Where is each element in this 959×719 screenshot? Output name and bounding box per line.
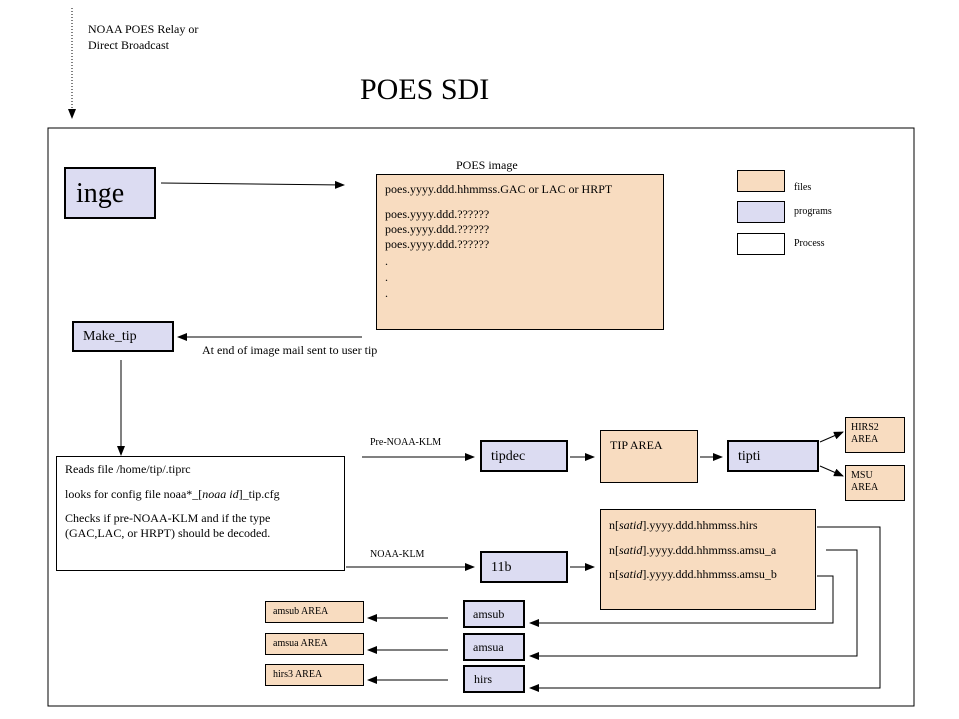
poes-image-label: POES image [456,158,518,172]
program-hirs-label: hirs [474,672,492,686]
label-noaa-klm: NOAA-KLM [370,549,425,560]
legend-files-label: files [794,182,812,193]
hirs2-area-line1: HIRS2 [851,422,879,433]
legend-programs-swatch [737,201,785,223]
label-pre-noaa-klm: Pre-NOAA-KLM [370,437,442,448]
file-tip-area: TIP AREA [600,430,698,483]
program-amsub: amsub [463,600,525,628]
legend-process-label: Process [794,238,825,249]
legend-process-swatch [737,233,785,255]
program-amsua: amsua [463,633,525,661]
source-note-line2: Direct Broadcast [88,38,169,52]
source-note-line1: NOAA POES Relay or [88,22,199,36]
legend-files-swatch [737,170,785,192]
program-inge: inge [64,167,156,219]
satid-file-hirs: n[satid].yyyy.ddd.hhmmss.hirs [609,518,758,532]
arrow-inge-to-image [160,180,345,189]
file-amsua-area: amsua AREA [265,633,364,655]
arrow-amsub-file-to-amsub [529,575,834,627]
process-line-1: Reads file /home/tip/.tiprc [65,462,191,476]
arrow-tipti-to-msu [819,465,844,477]
file-msu-area: MSU AREA [845,465,905,501]
poes-image-line: poes.yyyy.ddd.?????? [385,237,490,251]
file-satid-level1b: n[satid].yyyy.ddd.hhmmss.hirs n[satid].y… [600,509,816,610]
system-frame [47,127,915,707]
satid-file-amsu-a: n[satid].yyyy.ddd.hhmmss.amsu_a [609,543,777,557]
hirs2-area-line2: AREA [851,434,879,445]
process-line-2: looks for config file noaa*_[noaa id]_ti… [65,487,280,501]
program-amsub-label: amsub [473,607,505,621]
tip-area-label: TIP AREA [610,438,663,452]
program-amsua-label: amsua [473,640,504,654]
file-hirs3-area: hirs3 AREA [265,664,364,686]
program-hirs: hirs [463,665,525,693]
poes-image-line: . [385,270,388,284]
hirs3-area-label: hirs3 AREA [273,669,323,680]
program-tipdec-label: tipdec [491,449,526,464]
process-decode-check: Reads file /home/tip/.tiprc looks for co… [56,456,345,571]
file-poes-image: poes.yyyy.ddd.hhmmss.GAC or LAC or HRPT … [376,174,664,330]
diagram-title: POES SDI [360,73,490,106]
poes-image-line: poes.yyyy.ddd.?????? [385,222,490,236]
program-inge-label: inge [76,178,125,209]
arrow-tipti-to-hirs2 [819,431,844,443]
program-l1b: 11b [480,551,568,583]
arrow-hirs-file-to-hirs [529,526,881,692]
poes-image-line: . [385,254,388,268]
program-make-tip: Make_tip [72,321,174,352]
mail-note: At end of image mail sent to user tip [202,343,378,357]
program-tipdec: tipdec [480,440,568,472]
arrow-amsua-file-to-amsua [529,549,858,660]
satid-file-amsu-b: n[satid].yyyy.ddd.hhmmss.amsu_b [609,567,777,581]
amsub-area-label: amsub AREA [273,606,329,617]
process-line-4: (GAC,LAC, or HRPT) should be decoded. [65,526,271,540]
file-hirs2-area: HIRS2 AREA [845,417,905,453]
legend-programs-label: programs [794,206,832,217]
poes-image-line: . [385,286,388,300]
poes-image-line: poes.yyyy.ddd.?????? [385,207,490,221]
program-tipti-label: tipti [738,449,761,464]
amsua-area-label: amsua AREA [273,638,328,649]
poes-image-line: poes.yyyy.ddd.hhmmss.GAC or LAC or HRPT [385,182,613,196]
msu-area-line1: MSU [851,470,873,481]
program-l1b-label: 11b [491,560,512,575]
program-tipti: tipti [727,440,819,472]
program-make-tip-label: Make_tip [83,329,137,344]
process-line-3: Checks if pre-NOAA-KLM and if the type [65,511,271,525]
file-amsub-area: amsub AREA [265,601,364,623]
msu-area-line2: AREA [851,482,879,493]
